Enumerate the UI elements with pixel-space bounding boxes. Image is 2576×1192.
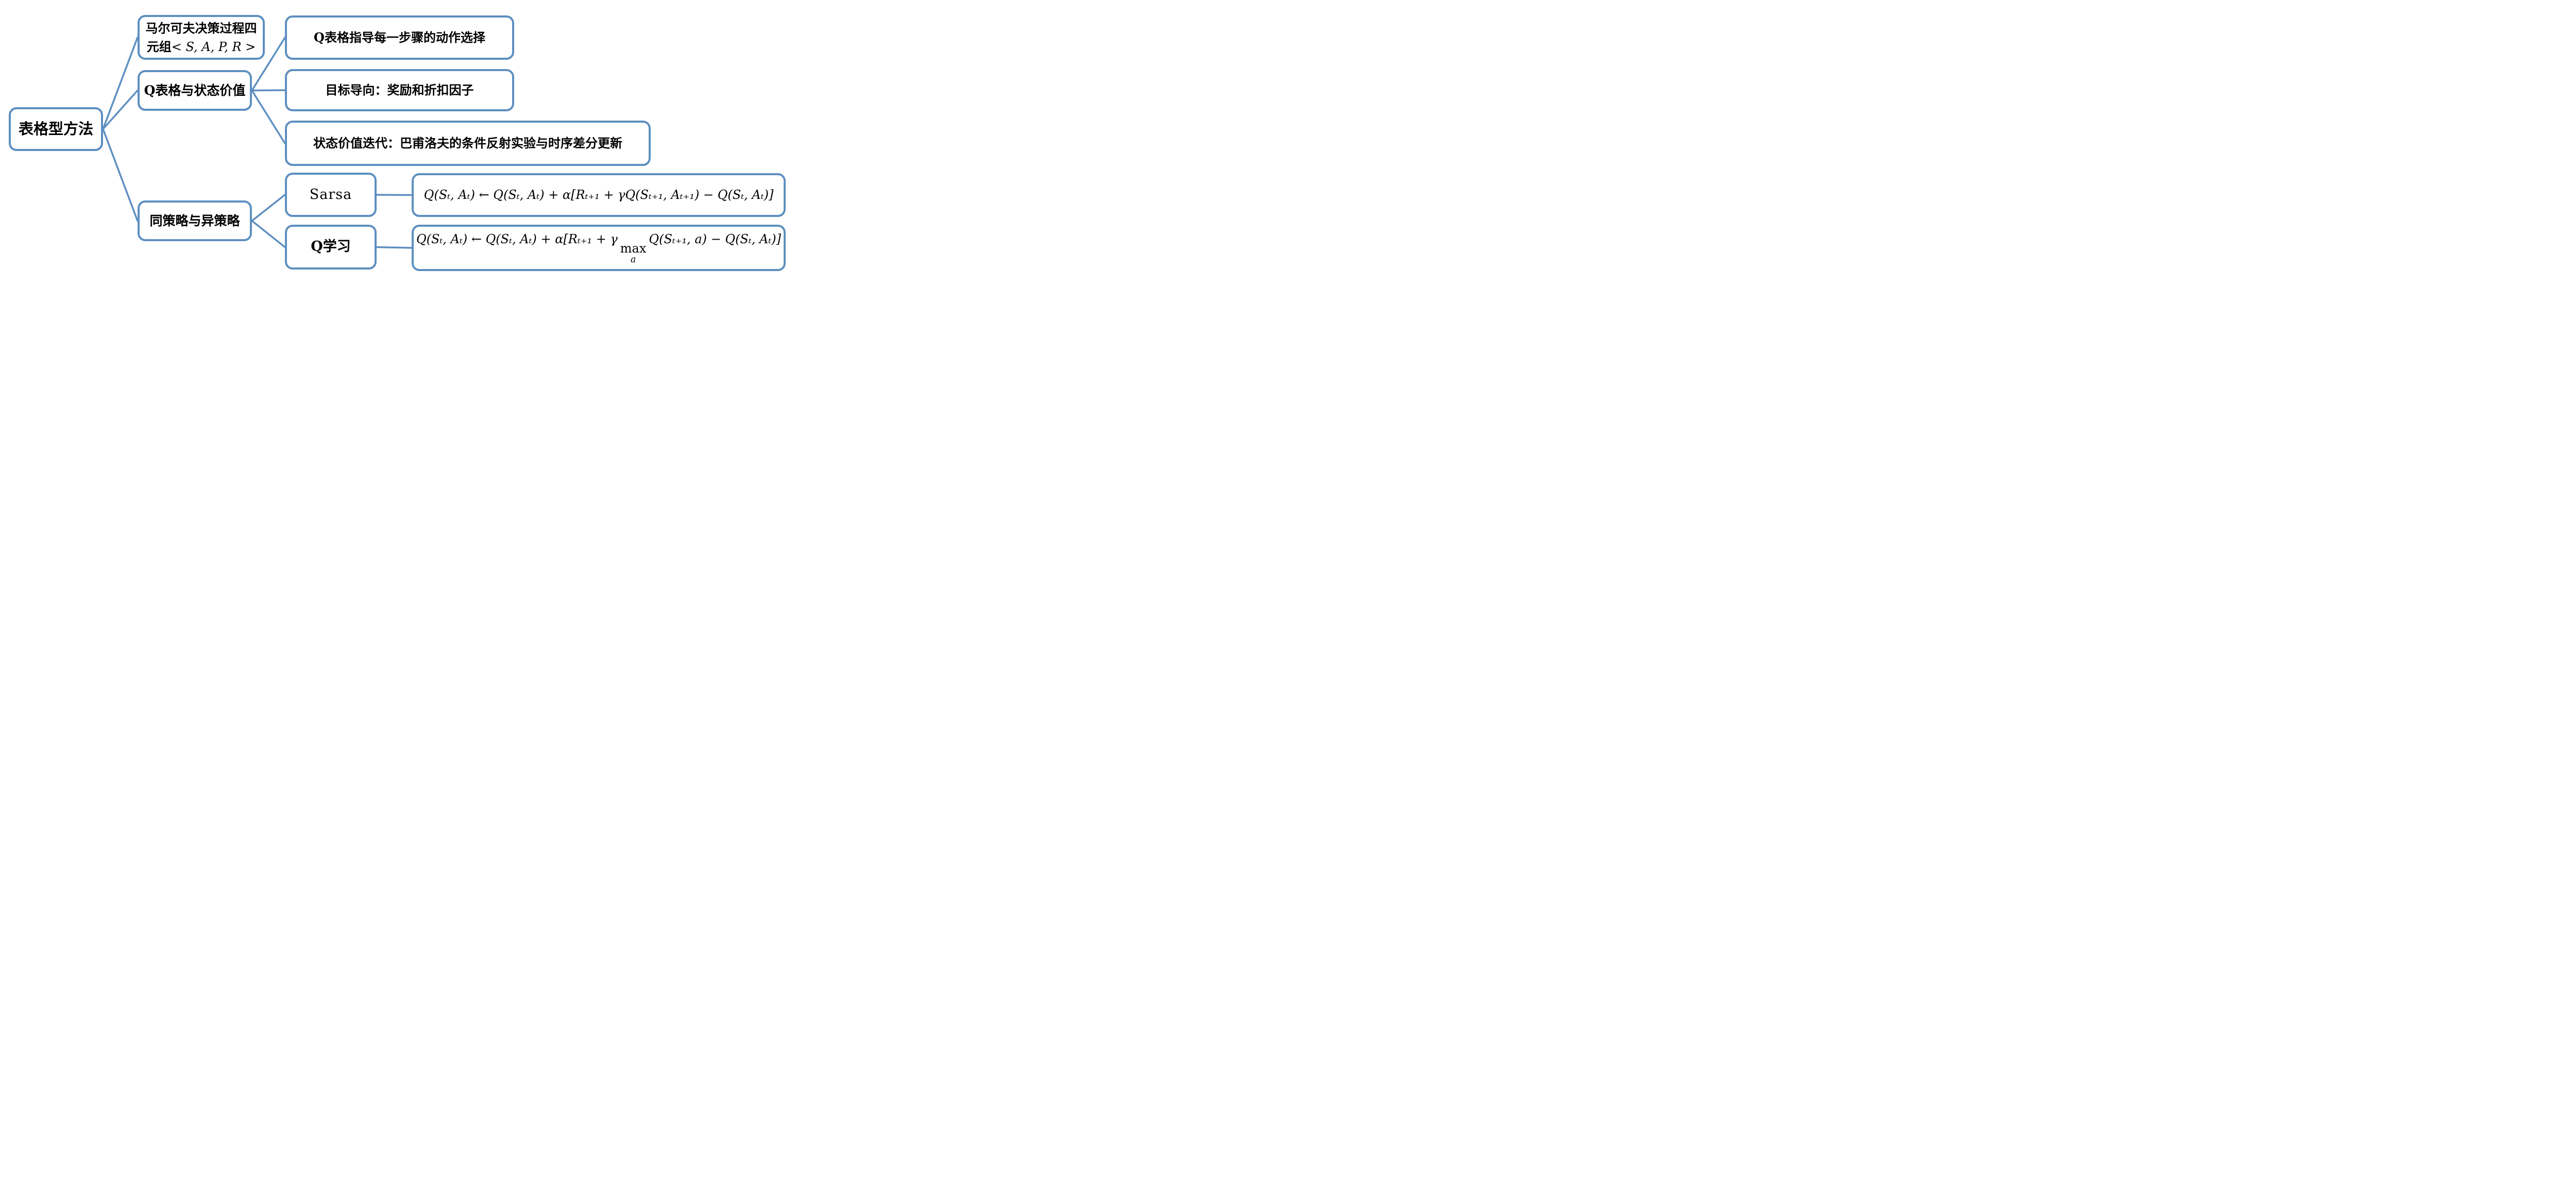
- mdp-tuple-math: < S, A, P, R >: [171, 39, 256, 54]
- q-learning-formula-part2: Q(Sₜ₊₁, a) − Q(Sₜ, Aₜ)]: [649, 232, 782, 247]
- node-sarsa: Sarsa: [285, 173, 377, 217]
- node-label: Sarsa: [309, 186, 352, 203]
- mdp-label-line2-prefix: 元组: [146, 39, 172, 54]
- node-label: Q表格指导每一步骤的动作选择: [314, 29, 485, 45]
- node-label: Q表格与状态价值: [144, 82, 246, 98]
- node-q-table-state-value: Q表格与状态价值: [138, 70, 252, 111]
- max-subscript: a: [630, 255, 636, 265]
- node-sarsa-update-formula: Q(Sₜ, Aₜ) ← Q(Sₜ, Aₜ) + α[Rₜ₊₁ + γQ(Sₜ₊₁…: [412, 173, 786, 217]
- node-on-policy-off-policy: 同策略与异策略: [138, 200, 252, 241]
- max-word: max: [620, 241, 647, 256]
- node-root-tabular-methods: 表格型方法: [9, 107, 103, 151]
- node-label: 同策略与异策略: [149, 213, 240, 228]
- node-label: 状态价值迭代：巴甫洛夫的条件反射实验与时序差分更新: [313, 135, 622, 150]
- node-q-learning: Q学习: [285, 225, 377, 270]
- q-learning-formula-part1: Q(Sₜ, Aₜ) ← Q(Sₜ, Aₜ) + α[Rₜ₊₁ + γ: [416, 232, 618, 247]
- node-label: 表格型方法: [18, 120, 93, 138]
- sarsa-formula-text: Q(Sₜ, Aₜ) ← Q(Sₜ, Aₜ) + α[Rₜ₊₁ + γQ(Sₜ₊₁…: [423, 188, 774, 203]
- node-label: 马尔可夫决策过程四 元组< S, A, P, R >: [146, 19, 257, 56]
- node-mdp-four-tuple: 马尔可夫决策过程四 元组< S, A, P, R >: [138, 15, 265, 60]
- node-q-table-action-selection: Q表格指导每一步骤的动作选择: [285, 15, 514, 60]
- mdp-label-line1: 马尔可夫决策过程四: [145, 20, 257, 36]
- node-label: 目标导向：奖励和折扣因子: [325, 82, 474, 97]
- mindmap-canvas: 表格型方法 马尔可夫决策过程四 元组< S, A, P, R > Q表格与状态价…: [0, 0, 805, 298]
- node-state-value-iteration-td: 状态价值迭代：巴甫洛夫的条件反射实验与时序差分更新: [285, 121, 651, 166]
- node-label: Q学习: [311, 239, 351, 255]
- node-goal-oriented-reward-discount: 目标导向：奖励和折扣因子: [285, 69, 514, 111]
